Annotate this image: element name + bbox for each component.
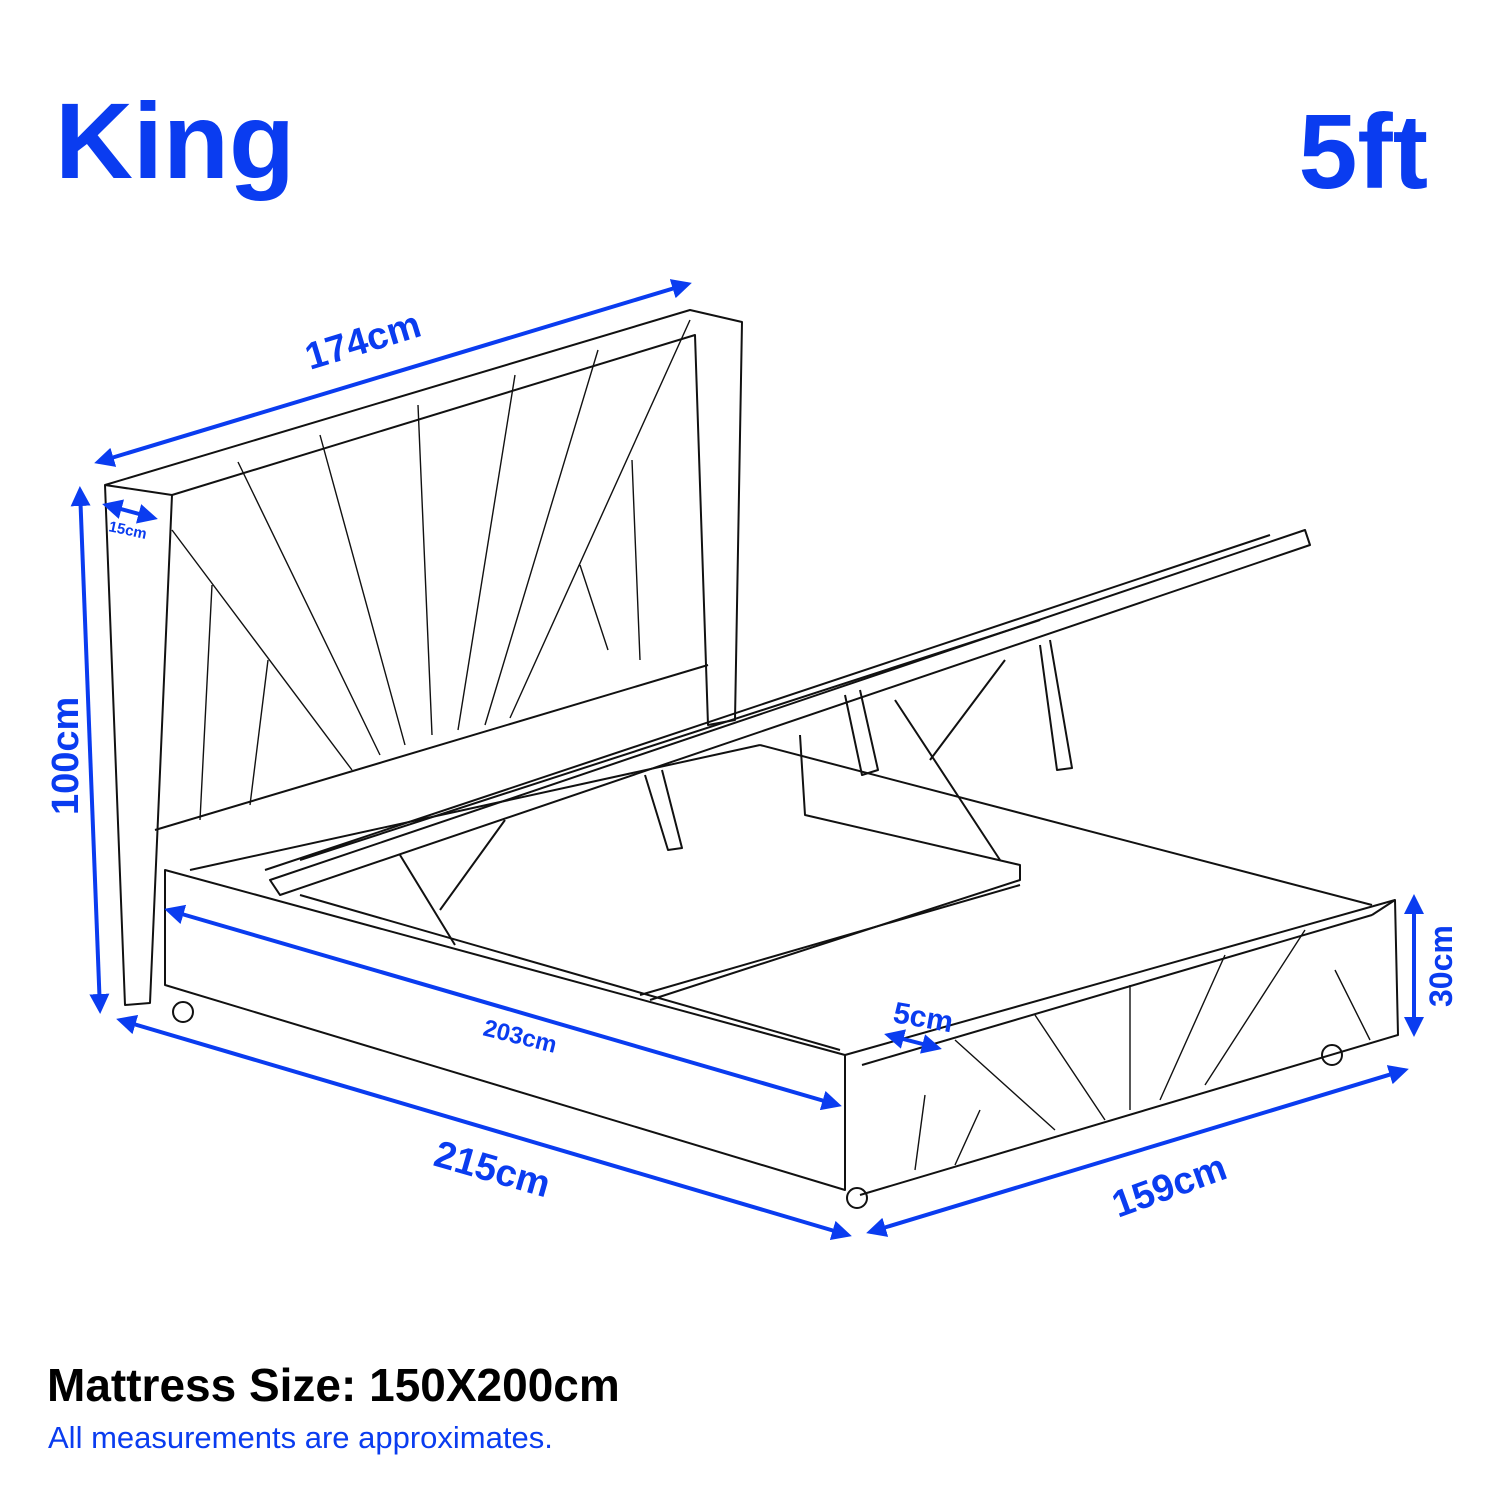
frame-height-label: 30cm	[1423, 925, 1459, 1007]
measurement-note: All measurements are approximates.	[48, 1420, 553, 1455]
lift-up-storage-lid	[264, 529, 1311, 1001]
headboard	[104, 309, 743, 1006]
bed-size-feet: 5ft	[1298, 93, 1428, 211]
dimension-lines	[70, 279, 1424, 1241]
overall-width-label: 159cm	[1107, 1147, 1233, 1227]
bed-size-title: King	[55, 80, 295, 201]
mattress-size: Mattress Size: 150X200cm	[47, 1359, 620, 1411]
bed-frame	[164, 744, 1399, 1209]
frame-thickness-label: 5cm	[891, 996, 956, 1039]
wing-depth-label: 15cm	[107, 518, 148, 543]
headboard-height-label: 100cm	[45, 697, 87, 815]
